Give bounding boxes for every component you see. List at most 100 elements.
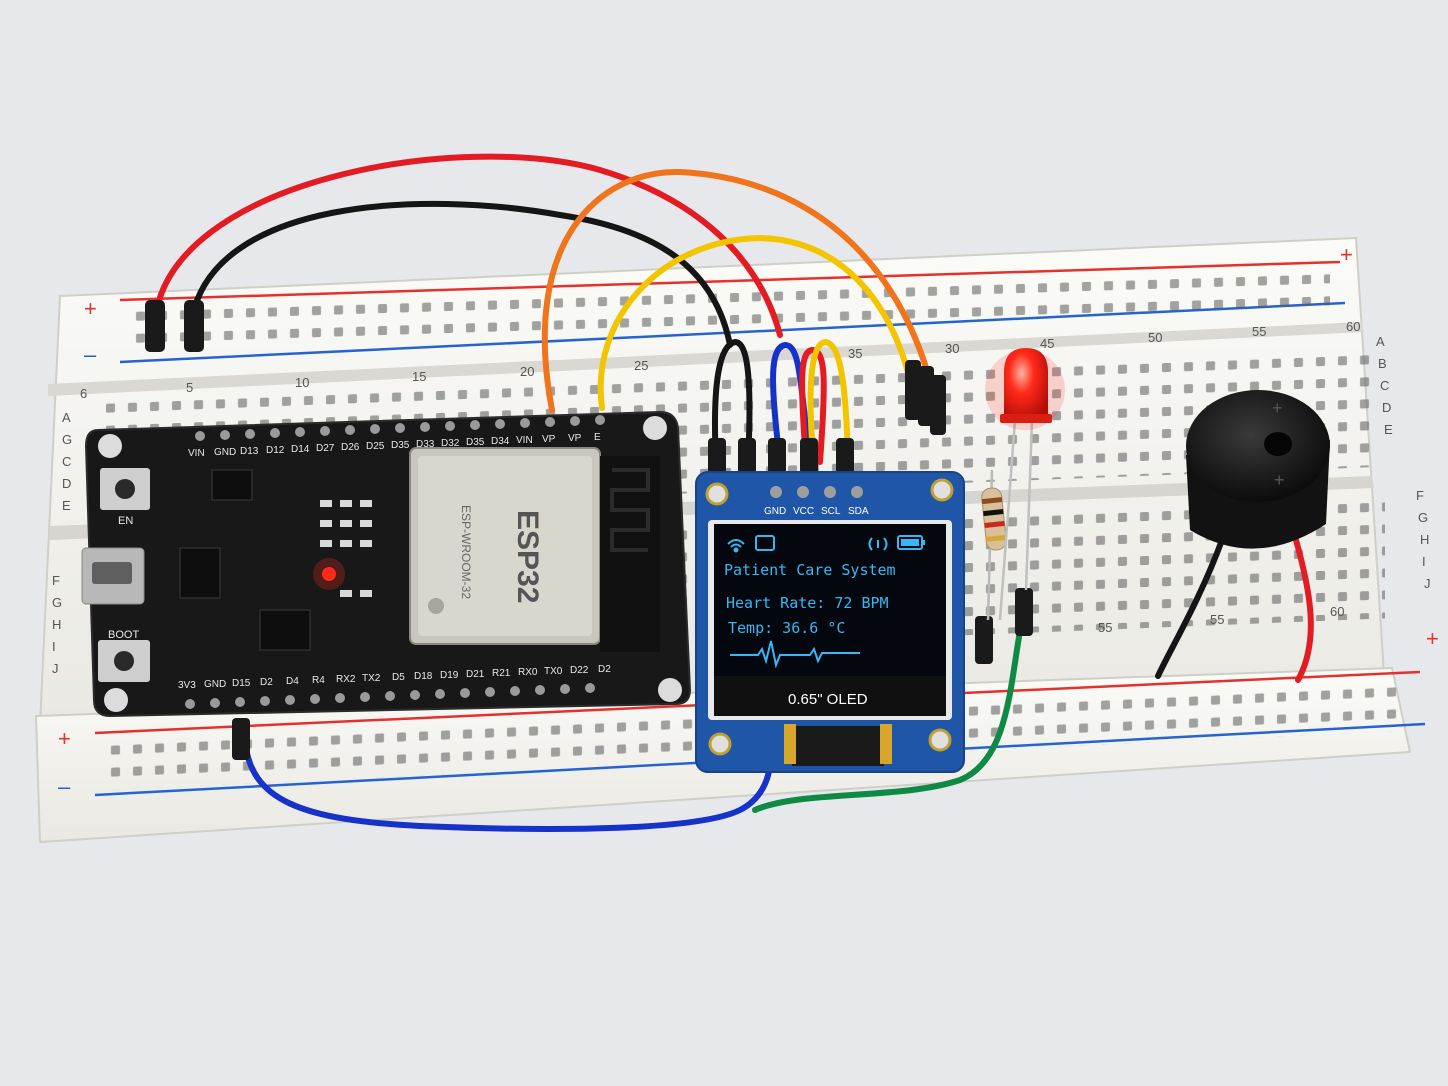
wire-connectors <box>145 300 1033 760</box>
row-letter: I <box>1422 554 1426 569</box>
row-letter: F <box>1416 488 1424 503</box>
esp32-module-brand: ESP32 <box>511 510 544 603</box>
column-number: 20 <box>520 364 534 379</box>
oled-pin-label: SCL <box>821 506 841 517</box>
chip <box>259 609 311 651</box>
oled-pin-label: VCC <box>793 506 814 517</box>
row-letter: D <box>1382 400 1391 415</box>
bottom-header <box>185 683 595 709</box>
voltage-regulator-chip <box>211 469 253 501</box>
en-label: EN <box>118 515 133 527</box>
pin-label: D33 <box>416 439 435 450</box>
mounting-hole <box>104 688 128 712</box>
module-marker <box>428 598 444 614</box>
pin-label: R21 <box>492 668 511 679</box>
column-number: 6 <box>80 386 87 401</box>
column-number: 10 <box>295 375 309 390</box>
pin-label: D15 <box>232 678 251 689</box>
pin-label: D25 <box>366 441 385 452</box>
pin-label: RX2 <box>336 674 356 685</box>
mounting-hole <box>708 732 732 756</box>
buzzer-plus-mark: + <box>1272 398 1283 418</box>
pin-label: GND <box>204 679 226 690</box>
pin-label: D4 <box>286 676 299 687</box>
top-header <box>195 415 605 441</box>
pin-label: RX0 <box>518 667 538 678</box>
micro-usb-opening <box>92 562 132 584</box>
column-number: 50 <box>1148 330 1162 345</box>
pin-label: D12 <box>266 445 285 456</box>
black-short-wire <box>711 338 753 465</box>
row-letter: H <box>52 617 61 632</box>
row-letter: B <box>1378 356 1387 371</box>
oled-heart-rate: Heart Rate: 72 BPM <box>726 594 889 612</box>
bottom-pin-labels: 3V3 GND D15 D2 D4 R4 RX2 TX2 D5 D18 D19 … <box>178 664 611 691</box>
rail-plus-top-right: + <box>1340 242 1353 267</box>
mounting-hole <box>643 416 667 440</box>
pin-label: D5 <box>392 672 405 683</box>
pin-label: D22 <box>570 665 589 676</box>
pin-label: D2 <box>260 677 273 688</box>
column-number: 55 <box>1098 620 1112 635</box>
row-letter: C <box>62 454 71 469</box>
usb-serial-chip <box>179 547 221 599</box>
mounting-hole <box>930 478 954 502</box>
pin-label: VP <box>542 434 556 445</box>
rail-plus-bottom: + <box>58 726 71 751</box>
row-letter: G <box>52 595 62 610</box>
column-number: 35 <box>848 346 862 361</box>
pin-label: VIN <box>516 435 533 446</box>
pin-label: D32 <box>441 438 460 449</box>
pin-label: VP <box>568 433 582 444</box>
flex-cable <box>792 726 884 766</box>
row-letter: E <box>62 498 71 513</box>
oled-size-label: 0.65" OLED <box>788 691 868 708</box>
row-letter: H <box>1420 532 1429 547</box>
piezo-buzzer: + + <box>1155 390 1330 683</box>
en-button-cap[interactable] <box>115 479 135 499</box>
esp32-module-subtext: ESP-WROOM-32 <box>459 505 473 599</box>
pin-label: D26 <box>341 442 360 453</box>
buzzer-plus-mark: + <box>1274 470 1285 490</box>
column-number: 25 <box>634 358 648 373</box>
monitor-icon <box>755 535 775 551</box>
signal-icon <box>868 537 888 551</box>
row-letter: I <box>52 639 56 654</box>
row-letter: D <box>62 476 71 491</box>
buzzer-red-lead <box>1293 537 1314 683</box>
power-led <box>322 567 336 581</box>
top-pin-labels: VIN GND D13 D12 D14 D27 D26 D25 D35 D33 … <box>188 432 601 459</box>
column-number: 55 <box>1210 612 1224 627</box>
rail-minus-top: – <box>84 342 97 367</box>
boot-label: BOOT <box>108 629 139 641</box>
buzzer-black-lead <box>1155 537 1225 679</box>
pin-label: D27 <box>316 443 335 454</box>
row-letter: G <box>62 432 72 447</box>
column-number: 15 <box>412 369 426 384</box>
black-wire <box>189 200 733 348</box>
mounting-hole <box>98 434 122 458</box>
pin-label: D35 <box>466 437 485 448</box>
pin-label: D18 <box>414 671 433 682</box>
row-letter: E <box>1384 422 1393 437</box>
mounting-hole <box>658 678 682 702</box>
wifi-icon <box>727 539 745 553</box>
column-number: 5 <box>186 380 193 395</box>
pin-label: R4 <box>312 675 325 686</box>
green-wire <box>752 617 1025 813</box>
pin-label: D13 <box>240 446 259 457</box>
yellow-short-wire <box>807 338 851 465</box>
row-letter: F <box>52 573 60 588</box>
rail-plus-top: + <box>84 296 97 321</box>
yellow-wire <box>597 234 913 411</box>
oled-temperature: Temp: 36.6 °C <box>728 619 845 637</box>
pin-label: D35 <box>391 440 410 451</box>
pin-label: D34 <box>491 436 510 447</box>
oled-status-bar <box>727 535 925 553</box>
row-letter: A <box>62 410 71 425</box>
mounting-hole <box>705 482 729 506</box>
boot-button-cap[interactable] <box>114 651 134 671</box>
red-wire <box>152 153 783 338</box>
resistor <box>981 469 1007 621</box>
